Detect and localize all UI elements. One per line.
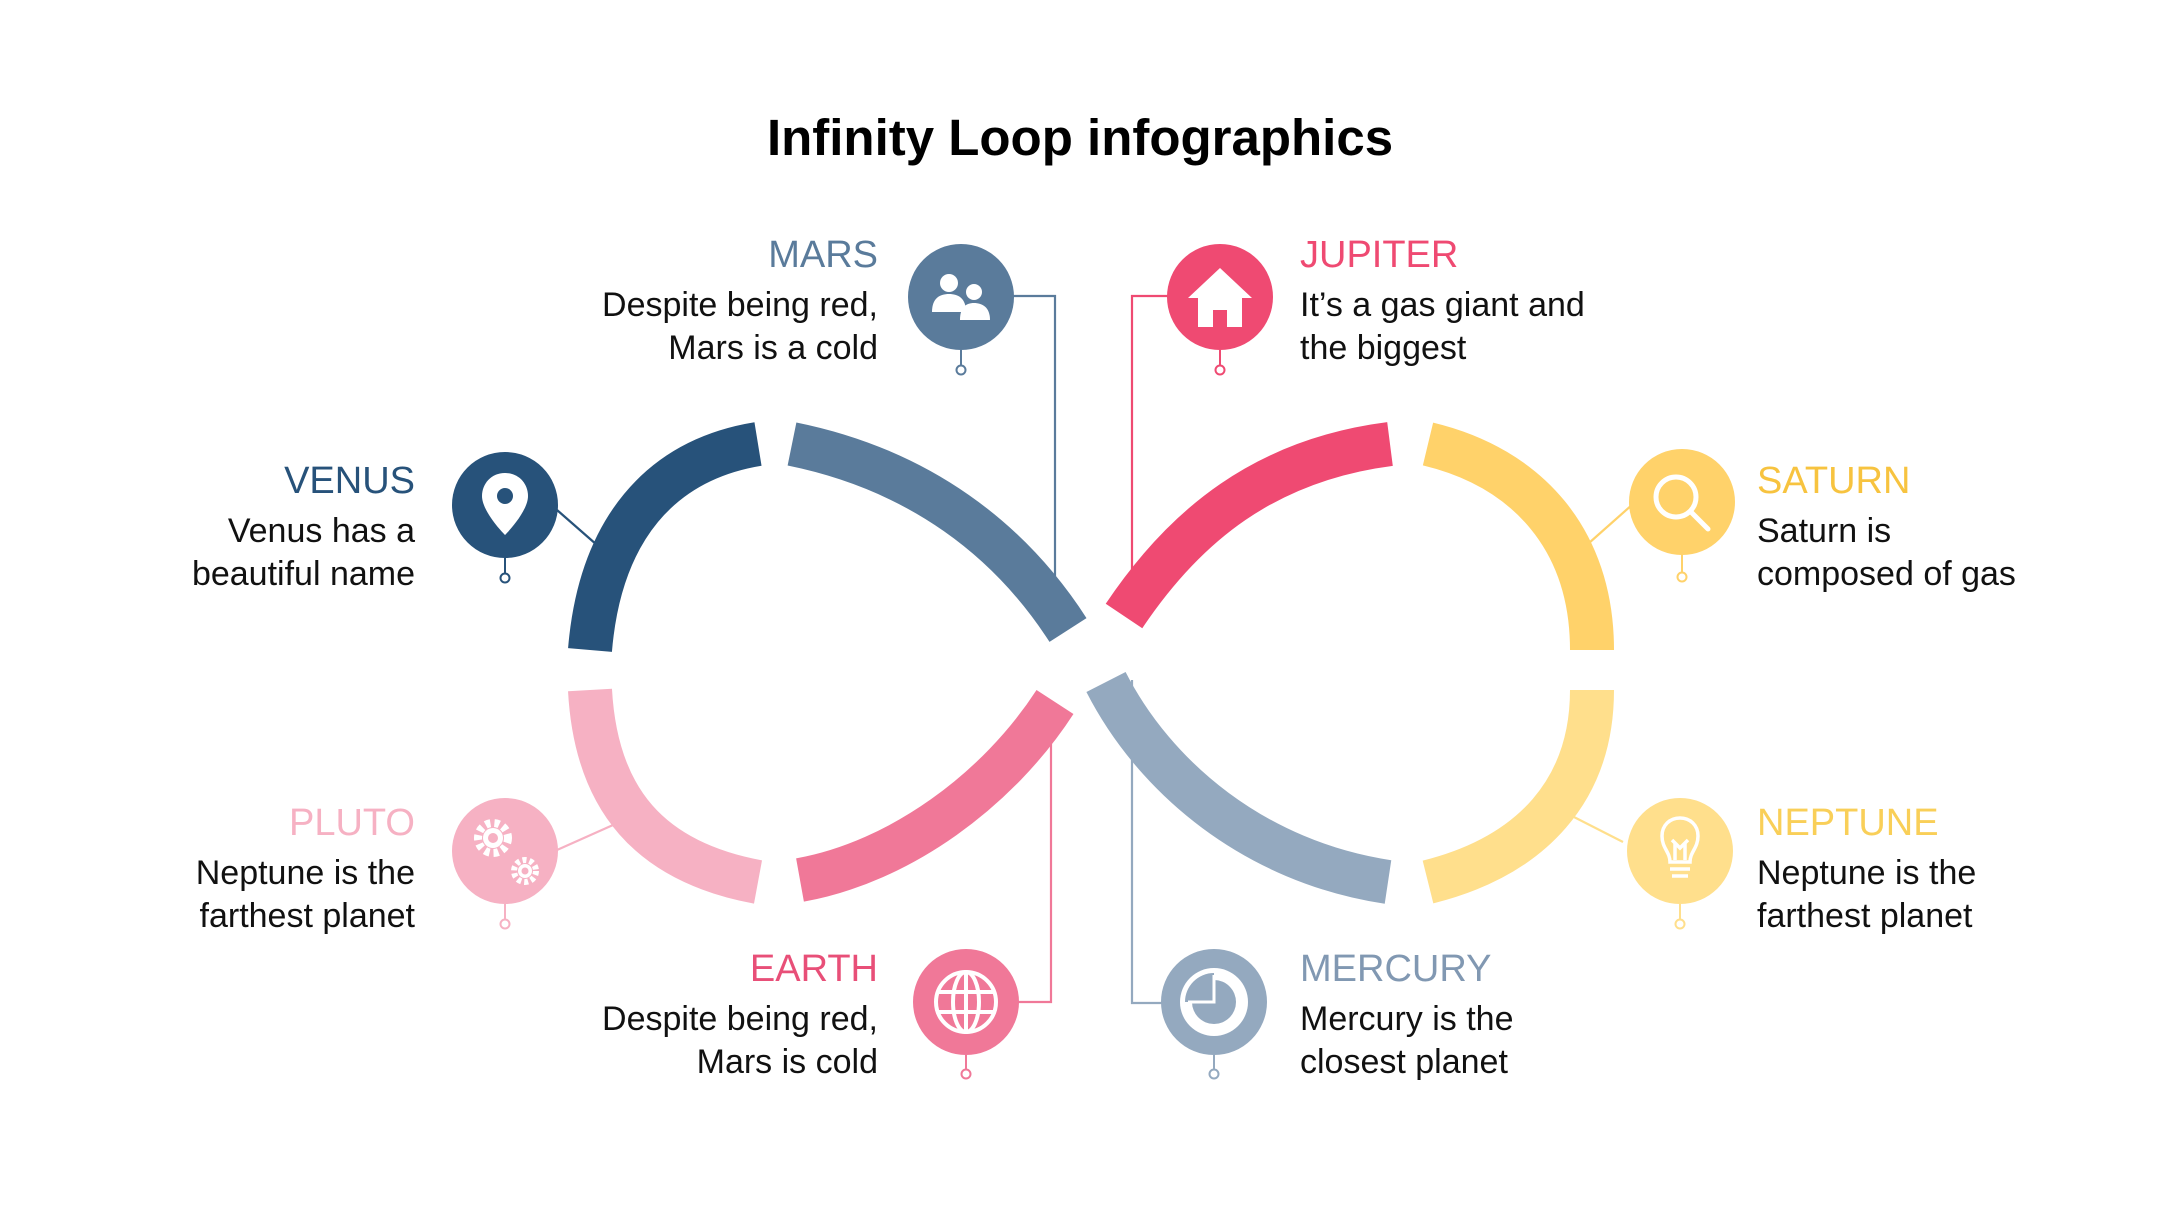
- loop-segment-venus: [568, 422, 762, 653]
- loop-segment-earth: [795, 689, 1074, 902]
- mercury-icon-group: [1161, 949, 1267, 1080]
- neptune-icon-group: [1627, 798, 1733, 930]
- users-icon: [932, 274, 990, 320]
- earth-desc: Despite being red, Mars is cold: [602, 1000, 878, 1081]
- saturn-block: SATURN Saturn is composed of gas: [1757, 458, 2160, 596]
- pie-chart-icon: [1180, 968, 1248, 1036]
- page-title: Infinity Loop infographics: [766, 109, 1394, 166]
- earth-icon-group: [913, 949, 1019, 1080]
- earth-connector: [1017, 740, 1053, 1004]
- loop-segment-neptune: [1422, 689, 1614, 904]
- map-pin-icon: [482, 473, 528, 535]
- neptune-connector: [1569, 814, 1624, 843]
- saturn-connector: [1588, 503, 1634, 544]
- home-icon: [1188, 268, 1252, 327]
- mars-name: MARS: [768, 234, 878, 276]
- earth-name: EARTH: [749, 948, 878, 990]
- gears-icon: [474, 819, 539, 885]
- pluto-block: PLUTO Neptune is the farthest planet: [0, 800, 415, 938]
- jupiter-connector: [1130, 294, 1178, 580]
- loop-segment-mercury: [1086, 671, 1392, 904]
- mars-desc: Despite being red, Mars is a cold: [602, 286, 878, 367]
- pluto-desc: Neptune is the farthest planet: [195, 854, 415, 935]
- lightbulb-icon: [1660, 816, 1700, 878]
- neptune-desc: Neptune is the farthest planet: [1757, 854, 1977, 935]
- neptune-name: NEPTUNE: [1757, 802, 1939, 844]
- jupiter-name: JUPITER: [1300, 234, 1459, 276]
- venus-desc: Venus has a beautiful name: [191, 512, 415, 593]
- venus-connector: [556, 509, 598, 546]
- loop-segment-jupiter: [1105, 422, 1393, 629]
- jupiter-icon-group: [1167, 244, 1273, 376]
- mercury-name: MERCURY: [1300, 948, 1492, 990]
- venus-block: VENUS Venus has a beautiful name: [0, 458, 415, 596]
- loop-segment-pluto: [568, 688, 763, 904]
- jupiter-desc: It’s a gas giant and the biggest: [1300, 286, 1585, 367]
- search-icon: [1653, 474, 1711, 532]
- jupiter-block: JUPITER It’s a gas giant and the biggest: [1300, 232, 1780, 370]
- mercury-desc: Mercury is the closest planet: [1300, 1000, 1514, 1081]
- mars-icon-group: [908, 244, 1014, 376]
- pluto-connector: [556, 819, 623, 852]
- earth-block: EARTH Despite being red, Mars is cold: [398, 946, 878, 1084]
- pluto-icon-group: [452, 798, 558, 930]
- saturn-name: SATURN: [1757, 460, 1911, 502]
- globe-icon: [934, 970, 998, 1034]
- loop-segment-mars: [787, 422, 1087, 642]
- mercury-connector: [1130, 680, 1169, 1005]
- saturn-desc: Saturn is composed of gas: [1757, 512, 2016, 593]
- mars-block: MARS Despite being red, Mars is a cold: [398, 232, 878, 370]
- neptune-block: NEPTUNE Neptune is the farthest planet: [1757, 800, 2160, 938]
- mars-connector: [1013, 294, 1057, 580]
- saturn-icon-group: [1629, 449, 1735, 583]
- venus-icon-group: [452, 452, 558, 584]
- mercury-block: MERCURY Mercury is the closest planet: [1300, 946, 1780, 1084]
- pluto-name: PLUTO: [288, 802, 415, 844]
- venus-name: VENUS: [284, 460, 415, 502]
- loop-segment-saturn: [1422, 422, 1614, 651]
